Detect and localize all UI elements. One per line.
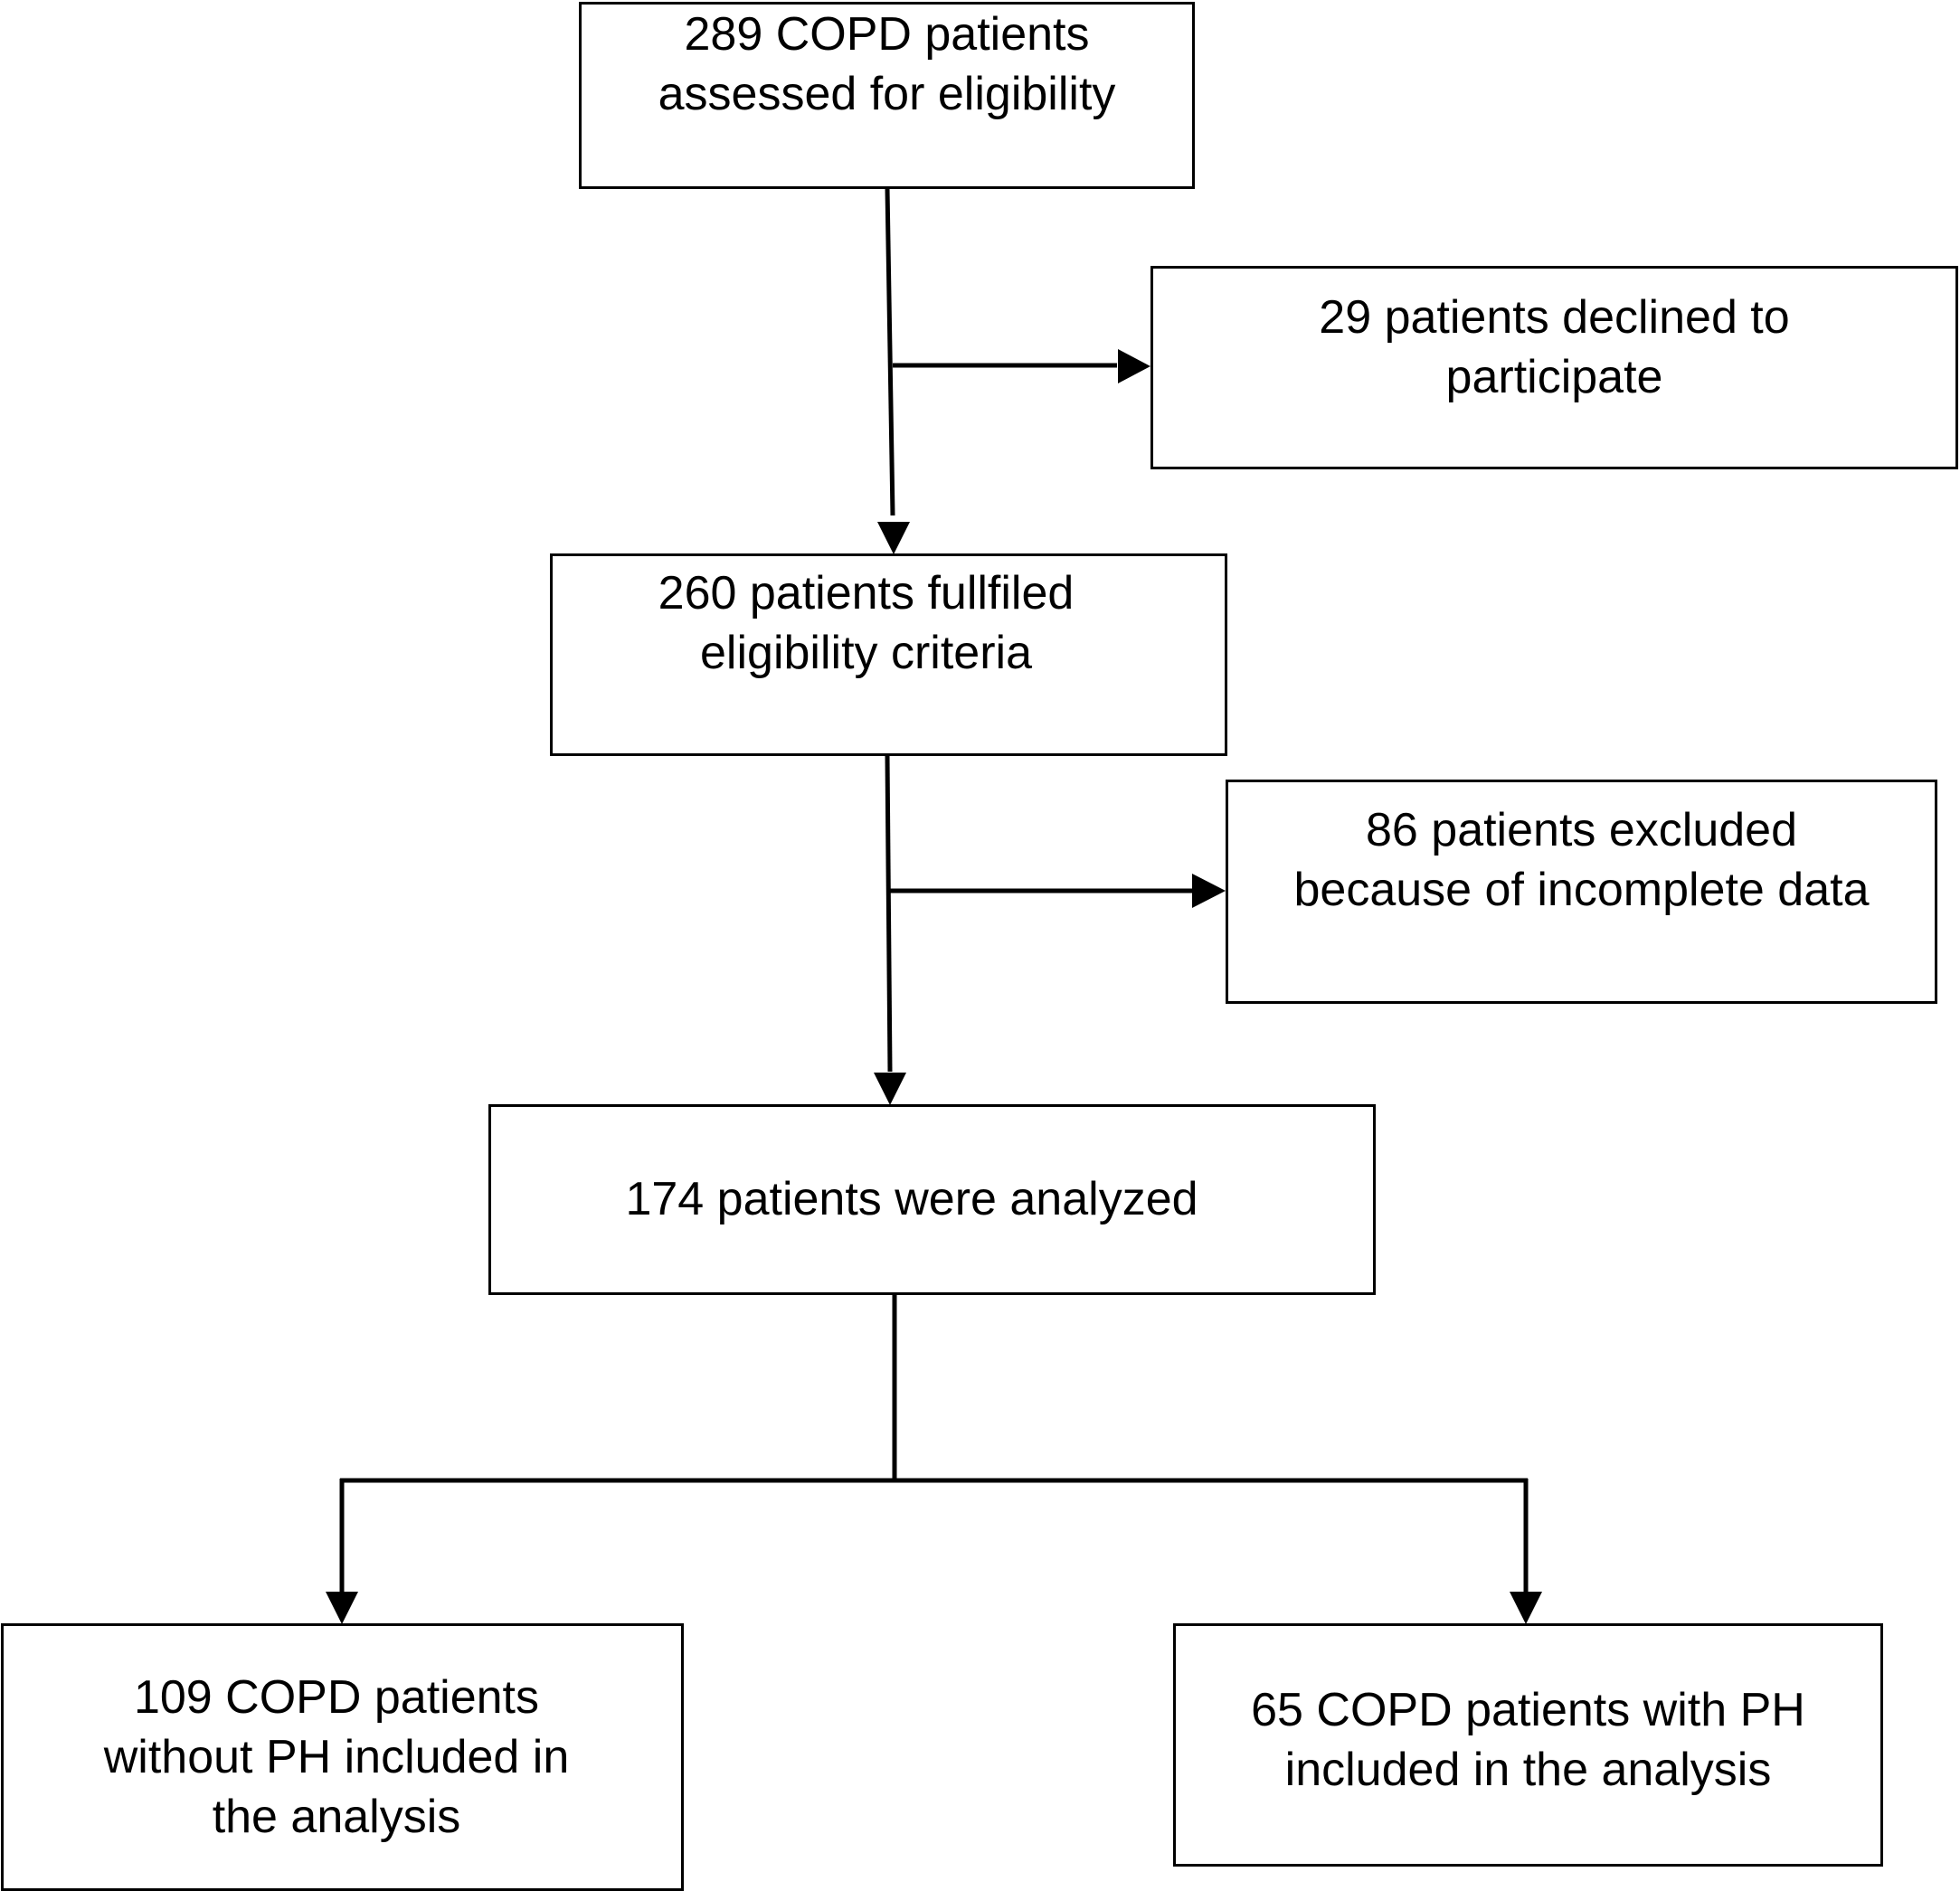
box-excluded: 86 patients excluded because of incomple… — [1226, 780, 1937, 1004]
arrowhead-declined — [1118, 349, 1150, 383]
box-without-ph-text: 109 COPD patients without PH included in… — [103, 1671, 570, 1843]
box-declined-text: 29 patients declined to participate — [1319, 290, 1790, 403]
connector-eligible-to-analyzed — [885, 754, 893, 1073]
box-without-ph: 109 COPD patients without PH included in… — [1, 1623, 684, 1891]
arrowhead-excluded — [1192, 874, 1226, 908]
arrowhead-analyzed — [874, 1073, 906, 1105]
box-assessed: 289 COPD patients assessed for eligibili… — [579, 2, 1195, 189]
box-eligible-text: 260 patients fullfiled eligibility crite… — [658, 567, 1075, 679]
box-analyzed-text: 174 patients were analyzed — [625, 1172, 1198, 1225]
connector-assessed-to-eligible — [885, 187, 895, 516]
box-eligible: 260 patients fullfiled eligibility crite… — [550, 553, 1227, 756]
arrowhead-without-ph — [326, 1592, 358, 1624]
box-with-ph: 65 COPD patients with PH included in the… — [1173, 1623, 1883, 1867]
box-with-ph-text: 65 COPD patients with PH included in the… — [1251, 1683, 1805, 1796]
box-assessed-text: 289 COPD patients assessed for eligibili… — [658, 7, 1116, 120]
arrowhead-with-ph — [1510, 1592, 1542, 1624]
box-excluded-text: 86 patients excluded because of incomple… — [1293, 804, 1870, 916]
box-declined: 29 patients declined to participate — [1150, 266, 1958, 469]
arrowhead-eligible — [877, 522, 910, 554]
box-analyzed: 174 patients were analyzed — [488, 1104, 1376, 1295]
